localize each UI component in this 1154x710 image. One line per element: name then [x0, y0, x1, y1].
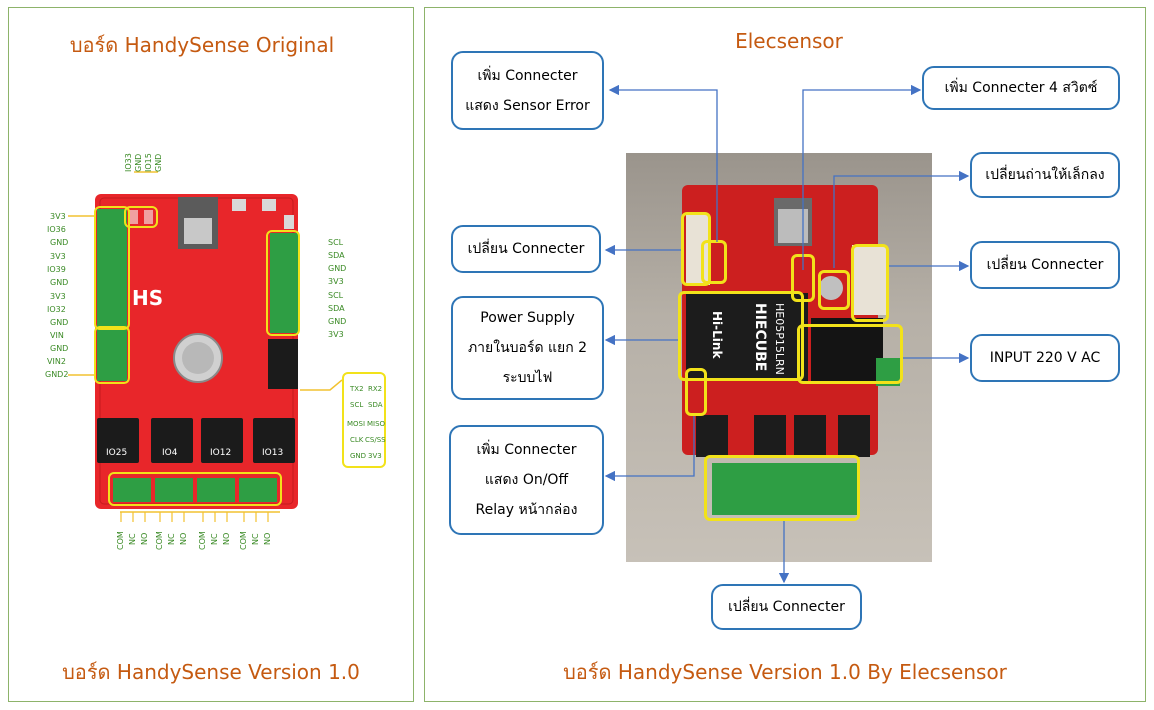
left-pin-label: 3V3	[50, 252, 66, 261]
left-panel-caption: บอร์ด HandySense Version 1.0	[62, 660, 360, 684]
callout-line: เปลี่ยน Connecter	[728, 599, 845, 615]
bottom-pins-highlight	[108, 472, 282, 506]
relay-label: IO13	[262, 448, 284, 458]
callout-line: Power Supply	[480, 310, 575, 326]
right-pin-label: SDA	[328, 304, 345, 313]
relay-label: IO25	[106, 448, 128, 458]
right-pin-label: GND	[328, 317, 347, 326]
callout-line: INPUT 220 V AC	[989, 350, 1101, 366]
right-pin-label: 3V3	[328, 330, 344, 339]
left-pin-label: GND2	[45, 370, 69, 379]
right-pin-label: 3V3	[328, 277, 344, 286]
callout-line: เพิ่ม Connecter	[477, 67, 578, 84]
callout-input: INPUT 220 V AC	[970, 334, 1120, 382]
header-pin-label: CS/SS	[365, 436, 386, 444]
callout-onoff: เพิ่ม Connecter แสดง On/Off Relay หน้ากล…	[449, 425, 604, 535]
left-pin-label: VIN2	[47, 357, 66, 366]
left-pin-label: GND	[50, 278, 69, 287]
callout-switch4: เพิ่ม Connecter 4 สวิตซ์	[922, 66, 1120, 110]
relay-label: IO4	[162, 448, 178, 458]
handysense-board-diagram	[68, 171, 343, 522]
left-pin-label: 3V3	[50, 292, 66, 301]
sensor-error-connector-highlight	[681, 212, 711, 286]
callout-connector-bottom: เปลี่ยน Connecter	[711, 584, 862, 630]
callout-sensor-error: เพิ่ม Connecter แสดง Sensor Error	[451, 51, 604, 130]
header-legend-box	[342, 372, 386, 468]
board-logo: HS	[132, 286, 164, 310]
header-pin-label: MISO	[367, 420, 386, 428]
right-connector-highlight	[851, 244, 889, 322]
battery-highlight	[818, 270, 850, 310]
callout-line: Relay หน้ากล่อง	[475, 502, 578, 518]
relay-terminal-highlight	[704, 455, 860, 521]
left-pin-label: GND	[50, 344, 69, 353]
header-pin-label: GND	[350, 452, 367, 460]
left-pin-label: IO32	[47, 305, 66, 314]
left-pin-label: 3V3	[50, 212, 66, 221]
callout-power-supply: Power Supply ภายในบอร์ด แยก 2 ระบบไฟ	[451, 296, 604, 400]
right-panel-caption: บอร์ด HandySense Version 1.0 By Elecsens…	[563, 660, 1007, 684]
callout-line: เพิ่ม Connecter	[476, 442, 577, 458]
board-photo-drawing	[682, 185, 900, 515]
power-supply-highlight	[678, 291, 804, 381]
left-pin-label: GND	[50, 318, 69, 327]
header-pin-label: CLK	[350, 436, 364, 444]
callout-line: เปลี่ยน Connecter	[467, 241, 585, 257]
left-pin-label: GND	[50, 238, 69, 247]
header-pin-label: 3V3	[368, 452, 382, 460]
callout-line: ระบบไฟ	[502, 370, 553, 386]
callout-connector-right: เปลี่ยน Connecter	[970, 241, 1120, 289]
header-pin-label: SCL	[350, 401, 364, 409]
input-terminal-highlight	[797, 324, 903, 384]
right-pin-label: SCL	[328, 291, 344, 300]
right-pins-highlight	[266, 230, 300, 336]
left-pin-label: VIN	[50, 331, 64, 340]
relay-label: IO12	[210, 448, 232, 458]
top-pins-highlight	[124, 206, 158, 228]
header-pin-label: MOSI	[347, 420, 366, 428]
left-pins-highlight	[94, 206, 130, 330]
header-pin-label: SDA	[368, 401, 383, 409]
callout-line: แสดง On/Off	[484, 472, 569, 488]
callout-line: เปลี่ยนถ่านให้เล็กลง	[985, 167, 1105, 183]
callout-connector-left: เปลี่ยน Connecter	[451, 225, 601, 273]
callout-line: เปลี่ยน Connecter	[986, 257, 1104, 273]
right-pin-label: SDA	[328, 251, 345, 260]
right-pin-label: GND	[328, 264, 347, 273]
power-pins-highlight	[94, 326, 130, 384]
side-connector-highlight	[701, 240, 727, 284]
callout-line: แสดง Sensor Error	[465, 97, 590, 114]
callout-line: ภายในบอร์ด แยก 2	[467, 340, 588, 356]
left-pin-label: IO39	[47, 265, 66, 274]
onoff-connector-highlight	[685, 368, 707, 416]
callout-battery: เปลี่ยนถ่านให้เล็กลง	[970, 152, 1120, 198]
callout-line: เพิ่ม Connecter 4 สวิตซ์	[944, 80, 1098, 96]
header-pin-label: RX2	[368, 385, 383, 393]
right-pin-label: SCL	[328, 238, 344, 247]
right-panel-title: Elecsensor	[735, 29, 843, 53]
left-panel-title: บอร์ด HandySense Original	[69, 33, 335, 57]
header-pin-label: TX2	[350, 385, 364, 393]
left-pin-label: IO36	[47, 225, 66, 234]
elecsensor-board-photo: Hi-Link HIECUBE HE05P15LRN	[626, 153, 932, 562]
